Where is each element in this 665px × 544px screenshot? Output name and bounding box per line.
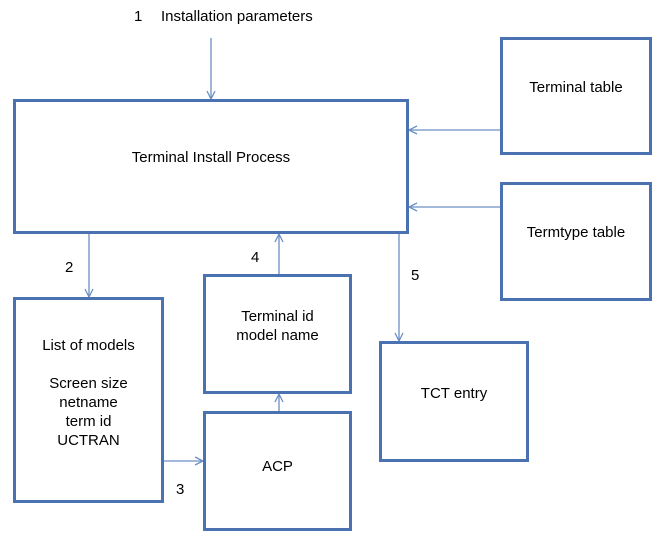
tct-entry-box: TCT entry — [379, 341, 529, 462]
step5-label: 5 — [411, 267, 420, 284]
step3-label: 3 — [176, 481, 185, 498]
list-of-models-title: List of models — [42, 337, 135, 354]
model-item-term-id: term id — [65, 413, 112, 430]
terminal-table-label: Terminal table — [529, 78, 623, 96]
terminal-id-label: Terminal id — [241, 308, 314, 325]
acp-box: ACP — [203, 411, 352, 531]
terminal-id-model-box: Terminal id model name — [203, 274, 352, 394]
termtype-table-box: Termtype table — [500, 182, 652, 301]
termtype-table-label: Termtype table — [526, 224, 626, 241]
terminal-table-box: Terminal table — [500, 37, 652, 155]
list-of-models-box: List of models Screen size netname term … — [13, 297, 164, 503]
step2-label: 2 — [65, 259, 74, 276]
terminal-install-process-box: Terminal Install Process — [13, 99, 409, 234]
model-item-screen-size: Screen size — [49, 375, 128, 392]
terminal-install-process-label: Terminal Install Process — [131, 148, 291, 166]
step4-label: 4 — [251, 249, 260, 266]
model-item-uctran: UCTRAN — [57, 432, 120, 449]
acp-label: ACP — [262, 457, 293, 475]
tct-entry-label: TCT entry — [420, 384, 488, 402]
step1-number: 1 — [134, 8, 143, 25]
installation-parameters-label: Installation parameters — [161, 8, 313, 25]
model-name-label: model name — [236, 327, 319, 344]
model-item-netname: netname — [59, 394, 118, 411]
